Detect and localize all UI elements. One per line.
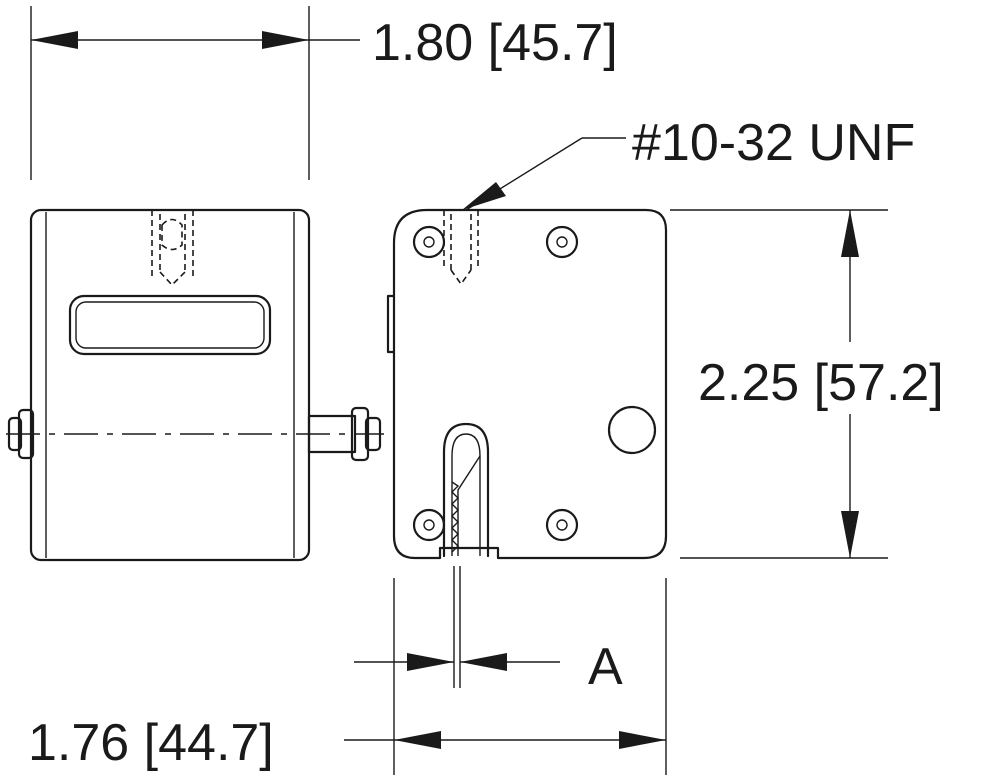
dimension-width-bottom: 1.76 [44.7] [28, 578, 667, 775]
screw-bottom-right [545, 508, 579, 542]
dimension-label-height: 2.25 [57.2] [698, 354, 944, 412]
side-view [386, 208, 668, 560]
large-hole [607, 405, 657, 455]
side-hidden-hole [443, 210, 479, 286]
dimension-height-right: 2.25 [57.2] [670, 209, 944, 559]
screw-top-right [545, 225, 579, 259]
thread-callout-label: #10-32 UNF [632, 114, 915, 172]
side-plate [392, 208, 668, 560]
thread-callout: #10-32 UNF [462, 114, 915, 211]
clamp-slot [442, 422, 490, 558]
dimension-label-slot-gap: A [588, 638, 623, 696]
dimension-slot-gap: A [354, 566, 623, 696]
label-window [68, 294, 272, 356]
dimension-width-top: 1.80 [45.7] [30, 6, 618, 180]
front-hidden-hole [151, 210, 194, 287]
front-body [29, 208, 311, 562]
dimension-label-width-bottom: 1.76 [44.7] [28, 714, 274, 772]
dimension-label-width-top: 1.80 [45.7] [372, 14, 618, 72]
screw-top-left [412, 225, 446, 259]
screw-bottom-left [412, 508, 446, 542]
front-view [6, 208, 384, 562]
